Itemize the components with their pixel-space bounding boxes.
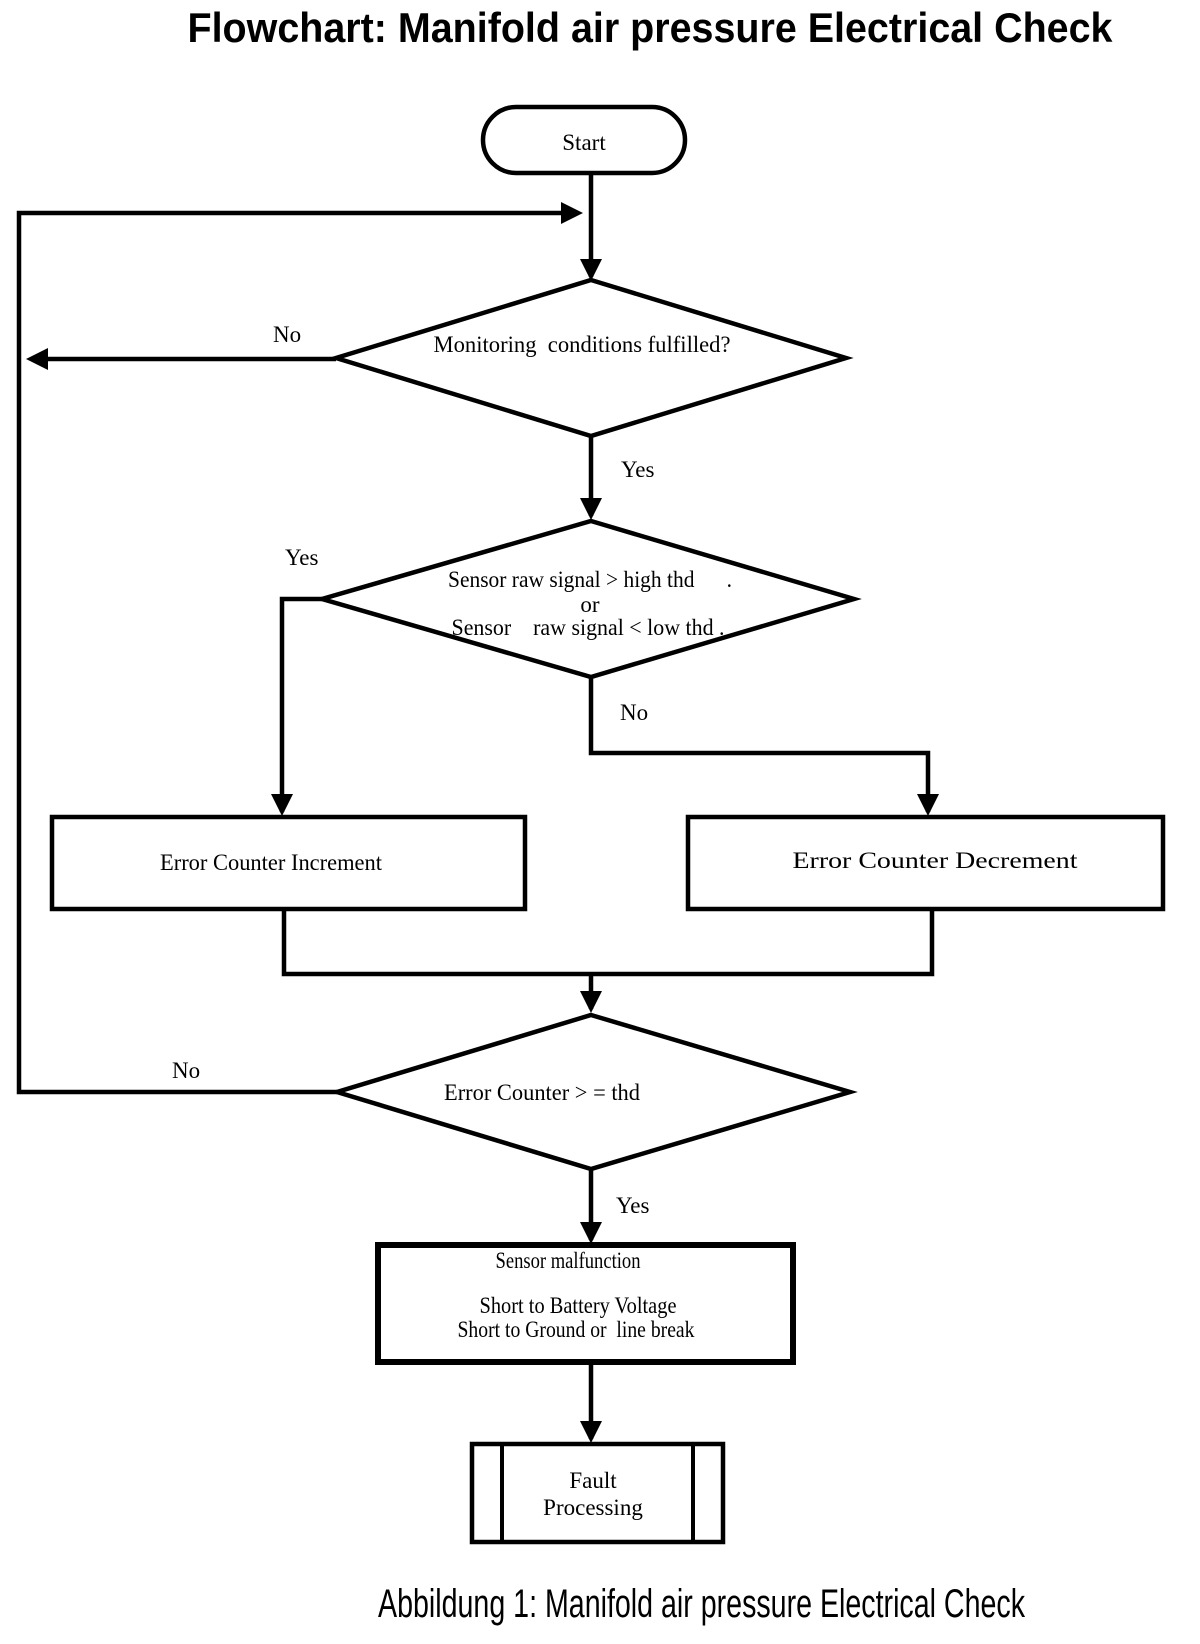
error-counter-decrement-node: Error Counter Decrement — [685, 814, 1166, 912]
signal-decision-line3: Sensor raw signal < low thd . — [452, 615, 725, 640]
signal-decision-line1: Sensor raw signal > high thd . — [448, 567, 732, 592]
arrowhead-loop-reentry — [561, 202, 583, 224]
monitoring-decision-node: Monitoring conditions fulfilled? — [328, 277, 854, 439]
arrowhead-monitoring-no — [26, 348, 48, 370]
fault-processing-node: Fault Processing — [469, 1441, 726, 1545]
arrowhead-into-threshold — [580, 991, 602, 1013]
arrowhead-into-monitoring — [580, 259, 602, 281]
page-title: Flowchart: Manifold air pressure Electri… — [188, 4, 1114, 51]
threshold-decision-label: Error Counter > = thd — [444, 1080, 640, 1105]
label-signal-no: No — [620, 700, 648, 725]
signal-decision-node: Sensor raw signal > high thd . or Sensor… — [313, 518, 862, 680]
error-counter-increment-shape — [49, 814, 528, 912]
edge-signal-yes — [279, 596, 322, 812]
signal-decision-line2: or — [580, 592, 600, 617]
fault-processing-line1: Fault — [569, 1468, 617, 1493]
sensor-malfunction-line1: Sensor malfunction — [496, 1248, 641, 1273]
start-shape — [480, 104, 688, 176]
edge-merge-branches — [281, 909, 935, 977]
error-counter-increment-label: Error Counter Increment — [160, 850, 383, 875]
edge-signal-no — [588, 677, 931, 812]
arrowhead-into-signal — [580, 498, 602, 520]
label-monitoring-yes: Yes — [621, 457, 655, 482]
figure-caption: Abbildung 1: Manifold air pressure Elect… — [378, 1582, 1026, 1626]
arrowhead-into-malfunction — [580, 1222, 602, 1244]
start-node: Start — [480, 104, 688, 176]
threshold-decision-node: Error Counter > = thd — [329, 1012, 858, 1172]
error-counter-decrement-shape — [685, 814, 1166, 912]
sensor-malfunction-shape — [375, 1242, 796, 1365]
label-threshold-yes: Yes — [616, 1193, 650, 1218]
sensor-malfunction-line2: Short to Battery Voltage — [480, 1293, 677, 1318]
sensor-malfunction-line3: Short to Ground or line break — [458, 1317, 695, 1342]
fault-processing-shape — [469, 1441, 726, 1545]
arrowhead-into-decrement — [917, 794, 939, 816]
fault-processing-line2: Processing — [543, 1495, 643, 1520]
edge-loopback-trunk — [16, 210, 561, 1095]
arrowhead-into-fault — [580, 1421, 602, 1443]
error-counter-decrement-label: Error Counter Decrement — [793, 848, 1079, 873]
sensor-malfunction-node: Sensor malfunction Short to Battery Volt… — [375, 1242, 796, 1365]
start-label: Start — [562, 130, 606, 155]
label-threshold-no: No — [172, 1058, 200, 1083]
label-signal-yes: Yes — [285, 545, 319, 570]
monitoring-decision-label: Monitoring conditions fulfilled? — [434, 332, 731, 357]
error-counter-increment-node: Error Counter Increment — [49, 814, 528, 912]
monitoring-decision-shape — [328, 277, 854, 439]
label-monitoring-no: No — [273, 322, 301, 347]
arrowhead-into-increment — [271, 794, 293, 816]
